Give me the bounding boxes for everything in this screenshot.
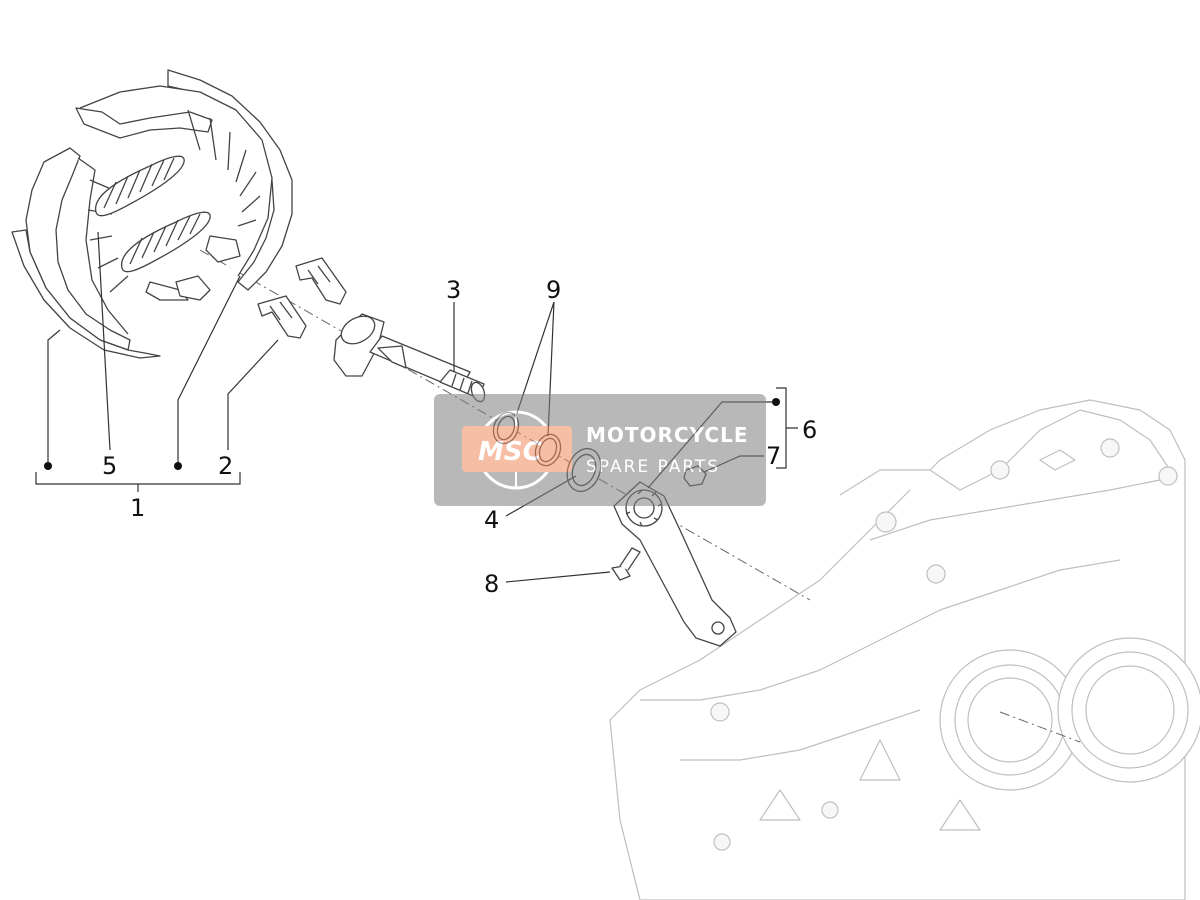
watermark-line1: MOTORCYCLE: [586, 423, 748, 447]
callout-5: 5: [102, 452, 117, 480]
bolt: [611, 547, 641, 581]
callout-9: 9: [546, 276, 561, 304]
callout-3: 3: [446, 276, 461, 304]
watermark-logo-bg: [462, 426, 572, 472]
brake-shoes-assembly: [11, 69, 293, 359]
callout-1: 1: [130, 494, 145, 522]
engine-crankcase: [609, 399, 1200, 900]
dot-marker-3: [772, 398, 780, 406]
watermark: MSC MOTORCYCLE SPARE PARTS: [434, 394, 766, 506]
dot-marker-1: [44, 462, 52, 470]
callout-7: 7: [766, 442, 781, 470]
dot-marker-2: [174, 462, 182, 470]
callout-4: 4: [484, 506, 499, 534]
clip-upper: [295, 257, 347, 305]
watermark-line2: SPARE PARTS: [586, 457, 720, 477]
brake-camshaft: [333, 313, 486, 403]
callout-8: 8: [484, 570, 499, 598]
clip-lower: [257, 295, 307, 339]
watermark-logo: MSC: [478, 437, 542, 467]
callout-6: 6: [802, 416, 817, 444]
callout-2: 2: [218, 452, 233, 480]
